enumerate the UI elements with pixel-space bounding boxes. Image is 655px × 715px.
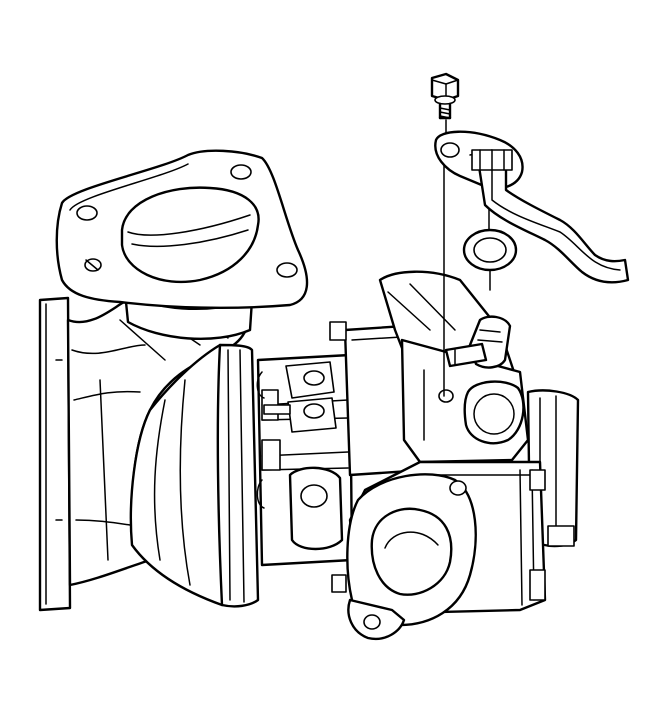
turbine-housing: [346, 460, 547, 641]
center-housing: [256, 353, 354, 567]
installed-oil-pipe: [444, 315, 512, 369]
oil-feed-pipe: [471, 149, 630, 284]
oil-feed-bolt: [430, 72, 460, 120]
oil-feed-block: [400, 338, 530, 464]
outlet-bellows: [129, 343, 260, 608]
exhaust-outlet-flange: [38, 296, 72, 612]
sealing-washer: [462, 228, 518, 272]
exhaust-gasket: [55, 149, 309, 310]
